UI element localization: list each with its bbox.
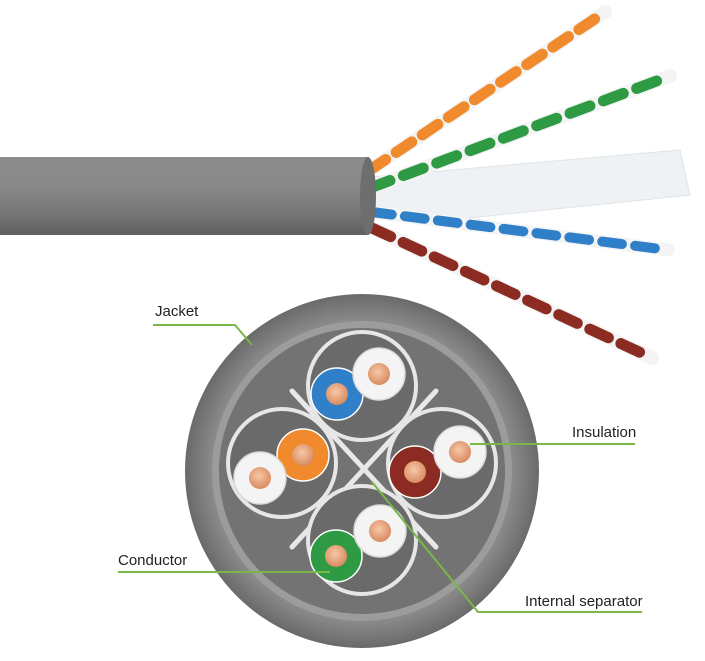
- colored-strand-segment: [468, 83, 496, 106]
- colored-strand-segment: [564, 100, 596, 119]
- colored-strand-segment: [584, 323, 614, 344]
- cable-side-view: [0, 5, 691, 365]
- blue-pair: [306, 330, 418, 442]
- colored-strand-segment: [630, 240, 660, 254]
- twisted-pairs: [363, 5, 677, 365]
- colored-strand-segment: [397, 162, 429, 182]
- colored-strand-segment: [573, 13, 601, 36]
- jacket-label: Jacket: [155, 303, 199, 320]
- colored-strand-segment: [367, 207, 397, 220]
- colored-strand-segment: [428, 251, 459, 272]
- colored-strand-segment: [547, 31, 574, 53]
- green-pair: [306, 484, 418, 596]
- copper-conductor: [449, 441, 471, 463]
- copper-conductor: [369, 520, 391, 542]
- cable-cross-section: [185, 294, 539, 648]
- colored-strand-segment: [522, 294, 552, 315]
- copper-conductor: [249, 467, 271, 489]
- colored-strand-segment: [416, 118, 444, 141]
- colored-strand-segment: [431, 150, 463, 169]
- insulation-label: Insulation: [572, 424, 636, 441]
- colored-strand-segment: [531, 112, 563, 132]
- colored-strand-segment: [366, 222, 397, 243]
- colored-strand-segment: [615, 338, 646, 358]
- callout-labels: Jacket Insulation Conductor Internal sep…: [118, 303, 643, 610]
- colored-strand-segment: [597, 87, 629, 107]
- colored-strand-segment: [553, 309, 583, 329]
- colored-strand-segment: [459, 265, 490, 286]
- colored-strand-segment: [465, 219, 496, 233]
- colored-strand-segment: [442, 101, 470, 123]
- jacket-callout-line: [153, 324, 253, 346]
- conductor-label: Conductor: [118, 552, 187, 569]
- colored-strand-segment: [498, 223, 529, 237]
- colored-strand-segment: [631, 75, 663, 94]
- colored-strand-segment: [495, 66, 522, 88]
- internal-separator-label: Internal separator: [525, 593, 643, 610]
- colored-strand-segment: [521, 48, 548, 71]
- colored-strand-segment: [497, 125, 529, 144]
- colored-strand-segment: [597, 236, 627, 250]
- copper-conductor: [404, 461, 426, 483]
- copper-conductor: [368, 363, 390, 385]
- copper-conductor: [326, 383, 348, 405]
- colored-strand-segment: [531, 228, 562, 241]
- cable-jacket: [0, 157, 368, 235]
- colored-strand-segment: [490, 280, 521, 300]
- colored-strand-segment: [397, 236, 428, 257]
- colored-strand-segment: [390, 136, 418, 158]
- separator-callout-line: [371, 481, 642, 613]
- cable-jacket-end: [360, 157, 376, 235]
- colored-strand-segment: [432, 215, 463, 228]
- callouts: [118, 324, 642, 613]
- orange-pair: [226, 407, 338, 519]
- colored-strand-segment: [564, 232, 595, 245]
- copper-conductor: [292, 444, 314, 466]
- colored-strand-segment: [464, 137, 496, 157]
- brown-pair: [386, 407, 498, 519]
- colored-strand-segment: [399, 211, 430, 224]
- copper-conductor: [325, 545, 347, 567]
